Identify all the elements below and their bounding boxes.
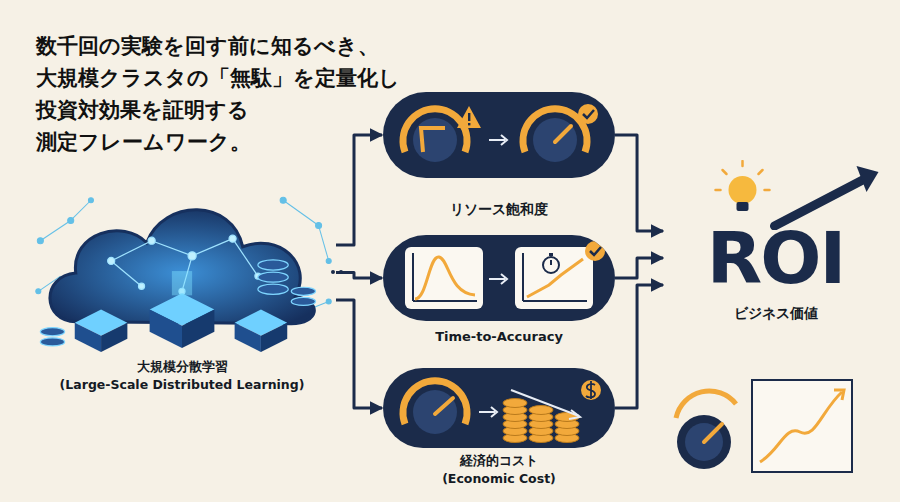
flow-arrow	[336, 300, 382, 408]
knob-icon	[676, 391, 736, 469]
title: 数千回の実験を回す前に知るべき、 大規模クラスタの「無駄」を定量化し 投資対効果…	[36, 30, 428, 158]
flow-arrow	[336, 135, 382, 245]
node-label: ビジネス価値	[664, 304, 887, 324]
cluster-node: 大規模分散学習(Large-Scale Distributed Learning…	[28, 180, 336, 394]
metric-pill	[383, 235, 615, 321]
growth-chart-icon	[752, 380, 852, 472]
dotted-lead	[331, 270, 343, 274]
cluster-illustration	[28, 180, 336, 352]
flow-arrow	[336, 273, 382, 279]
node-label: 大規模分散学習	[28, 358, 336, 376]
metric-pill-node: リソース飽和度	[383, 92, 615, 220]
flow-arrow	[615, 285, 663, 408]
node-label: リソース飽和度	[383, 200, 615, 220]
roi-node: ROI ビジネス価値	[664, 160, 887, 324]
metric-pill-node: 経済的コスト(Economic Cost)	[383, 368, 615, 488]
flow-arrow	[615, 258, 663, 278]
node-label: Time-to-Accuracy	[383, 328, 615, 346]
node-label: 経済的コスト	[383, 452, 615, 470]
roi-wordmark: ROI	[664, 222, 887, 294]
node-label: (Economic Cost)	[383, 470, 615, 488]
flow-arrow	[615, 135, 663, 231]
node-label: (Large-Scale Distributed Learning)	[28, 376, 336, 394]
metric-pill	[383, 92, 615, 178]
metric-pill-node: Time-to-Accuracy	[383, 235, 615, 346]
roi-icon	[664, 160, 887, 230]
metric-pill	[383, 368, 615, 448]
